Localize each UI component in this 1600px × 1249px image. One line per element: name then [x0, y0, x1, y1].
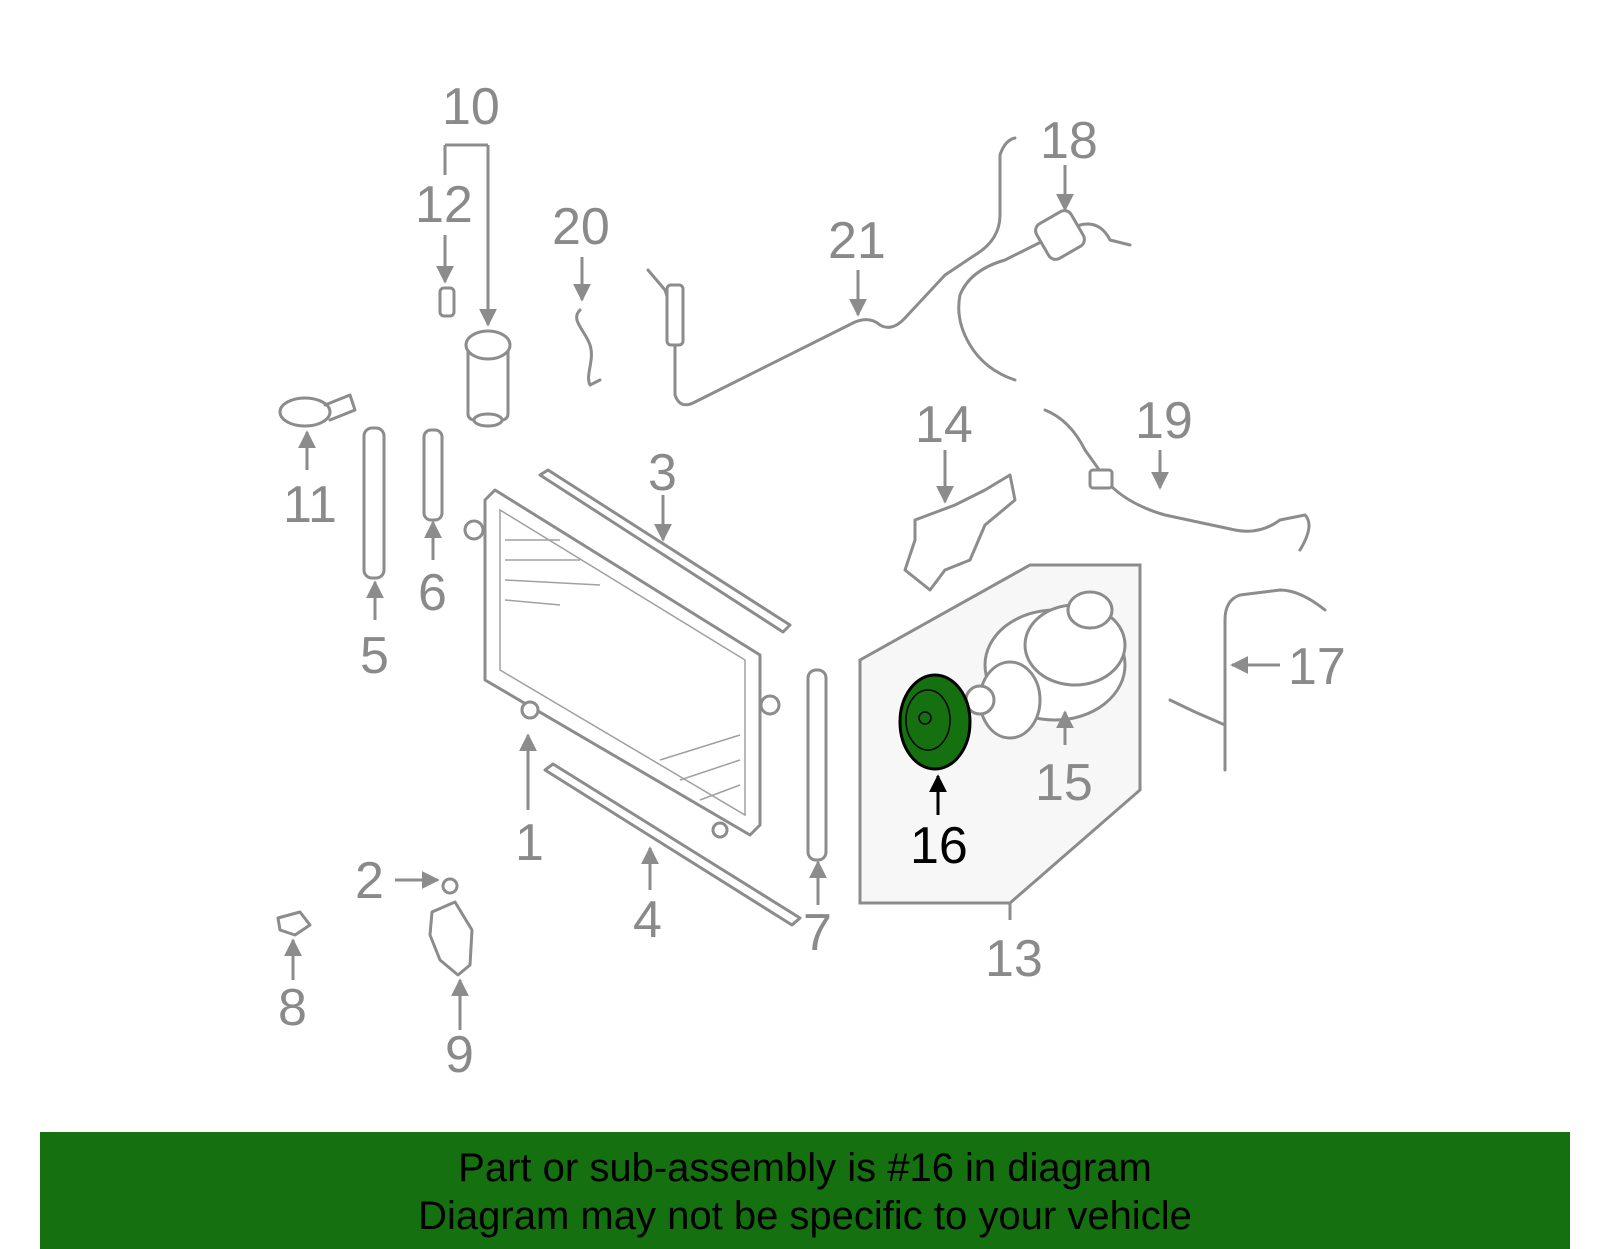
callout-6[interactable]: 6 — [418, 564, 447, 622]
callout-2[interactable]: 2 — [355, 852, 384, 910]
receiver-drier-part[interactable] — [464, 329, 512, 428]
compressor-part[interactable] — [964, 590, 1127, 740]
callout-11[interactable]: 11 — [283, 476, 337, 534]
callout-21[interactable]: 21 — [828, 212, 886, 270]
callout-10[interactable]: 10 — [442, 78, 500, 136]
callout-17[interactable]: 17 — [1288, 638, 1346, 696]
callout-7[interactable]: 7 — [803, 904, 832, 962]
compressor-bracket-part[interactable] — [903, 473, 1017, 592]
sensor-20-part[interactable] — [575, 308, 602, 387]
clutch-part-highlighted[interactable] — [898, 673, 972, 771]
bracket-11-part[interactable] — [278, 393, 357, 428]
callout-5[interactable]: 5 — [360, 627, 389, 685]
callout-16[interactable]: 16 — [910, 817, 968, 875]
side-seal-5-part[interactable] — [362, 426, 386, 580]
callout-14[interactable]: 14 — [915, 396, 973, 454]
callout-18[interactable]: 18 — [1040, 112, 1098, 170]
leader-lines — [284, 143, 1280, 1030]
callout-8[interactable]: 8 — [278, 979, 307, 1037]
banner-line-2: Diagram may not be specific to your vehi… — [418, 1194, 1192, 1238]
callout-20[interactable]: 20 — [552, 198, 610, 256]
callout-13[interactable]: 13 — [985, 930, 1043, 988]
plug-part[interactable] — [438, 286, 456, 318]
callout-4[interactable]: 4 — [633, 891, 662, 949]
suction-line-part[interactable] — [1043, 408, 1311, 552]
discharge-line-part[interactable] — [646, 136, 1017, 407]
callout-15[interactable]: 15 — [1035, 754, 1093, 812]
side-seal-6-part[interactable] — [422, 428, 444, 522]
info-banner: Part or sub-assembly is #16 in diagram D… — [40, 1132, 1570, 1249]
callout-1[interactable]: 1 — [515, 814, 544, 872]
callout-19[interactable]: 19 — [1135, 392, 1193, 450]
lower-seal-part[interactable] — [543, 762, 802, 927]
liquid-line-part[interactable] — [957, 208, 1132, 382]
callout-12[interactable]: 12 — [415, 176, 473, 234]
side-seal-7-part[interactable] — [806, 668, 828, 862]
banner-line-1: Part or sub-assembly is #16 in diagram — [458, 1146, 1152, 1190]
callout-9[interactable]: 9 — [445, 1026, 474, 1084]
clip-8-part[interactable] — [276, 910, 312, 937]
callout-3[interactable]: 3 — [648, 444, 677, 502]
condenser-part[interactable] — [463, 488, 781, 839]
bracket-9-part[interactable] — [428, 877, 474, 977]
upper-seal-part[interactable] — [538, 468, 792, 634]
hose-17-part[interactable] — [1223, 588, 1327, 772]
